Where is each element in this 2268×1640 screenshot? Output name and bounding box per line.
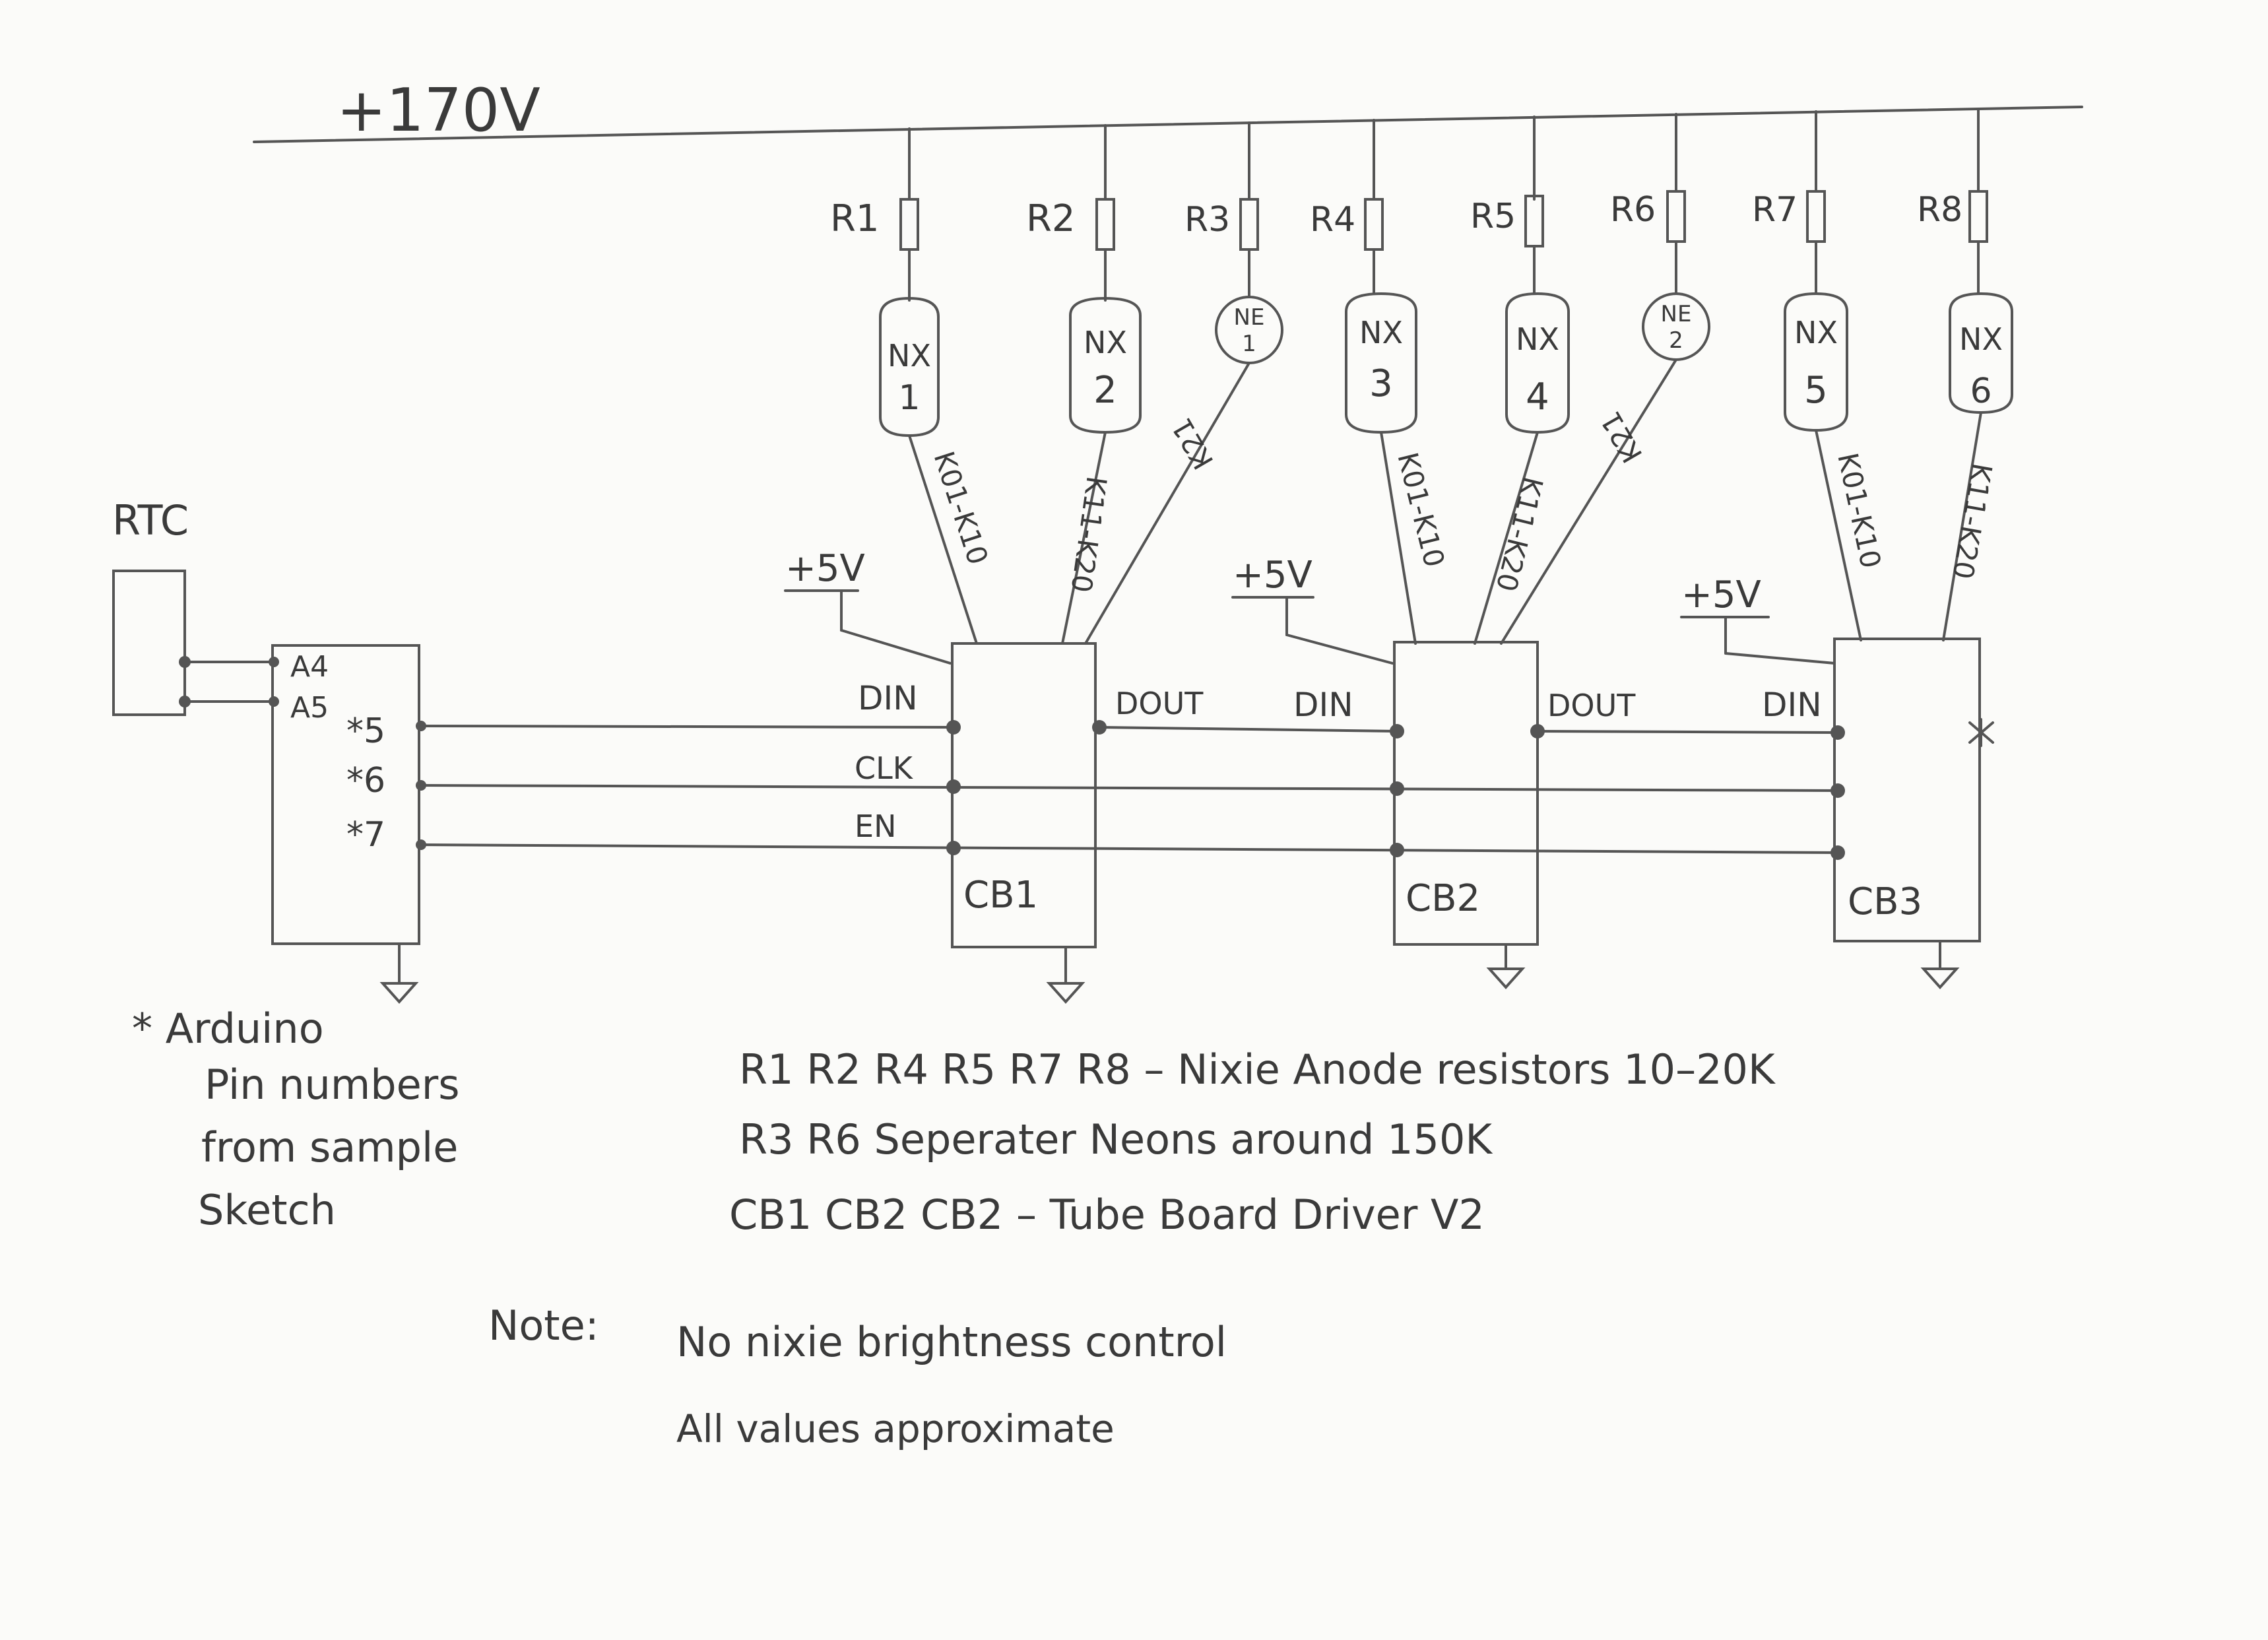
dout-label: DOUT: [1115, 686, 1204, 721]
legend-line-1: R1 R2 R4 R5 R7 R8 – Nixie Anode resistor…: [739, 1045, 1776, 1094]
board-name: CB2: [1406, 877, 1480, 920]
legend-line-3: CB1 CB2 CB2 – Tube Board Driver V2: [729, 1191, 1485, 1239]
neon-lamp-2: NE 2: [1642, 292, 1710, 361]
driver-board-cb2: DIN DOUT CB2: [1293, 641, 1636, 990]
din-label: DIN: [1293, 686, 1353, 724]
signal-buses: [416, 721, 1842, 854]
note-line-1: No nixie brightness control: [676, 1318, 1227, 1366]
neon-lamp-1: NE 1: [1215, 296, 1283, 364]
svg-text:3: 3: [1369, 362, 1393, 405]
svg-text:NE: NE: [1661, 301, 1692, 327]
en-label: EN: [855, 808, 896, 844]
svg-text:NX: NX: [1959, 321, 2003, 357]
resistor-r1: R1: [830, 197, 919, 302]
svg-text:NX: NX: [888, 338, 931, 374]
resistor-r4: R4: [1310, 198, 1384, 295]
svg-text:6: 6: [1970, 372, 1992, 411]
legend-line-2: R3 R6 Seperater Neons around 150K: [739, 1115, 1493, 1164]
resistor-r3: R3: [1184, 198, 1259, 298]
pin-6-label: *6: [346, 761, 385, 801]
footnote-line-1: * Arduino: [132, 1004, 324, 1053]
din-label: DIN: [858, 679, 918, 717]
notes: Note: No nixie brightness control All va…: [488, 1301, 1227, 1451]
svg-text:2: 2: [1093, 369, 1117, 412]
plus5v-feed-cb1: +5V: [784, 547, 952, 665]
resistor-r7: R7: [1752, 190, 1826, 295]
bus-label: K11-K20: [1489, 474, 1549, 595]
note-line-2: All values approximate: [676, 1406, 1115, 1451]
svg-text:NX: NX: [1516, 321, 1559, 357]
svg-text:1: 1: [1242, 331, 1256, 357]
resistor-label: R2: [1026, 197, 1076, 240]
resistor-r5: R5: [1470, 195, 1544, 295]
nixie-tube-3: NX 3: [1345, 292, 1417, 434]
resistor-label: R4: [1310, 200, 1355, 240]
bus-label: K01-K10: [927, 447, 994, 569]
footnote-line-2: Pin numbers: [205, 1061, 460, 1109]
svg-text:NX: NX: [1084, 325, 1127, 360]
svg-text:5: 5: [1804, 369, 1828, 412]
board-name: CB3: [1848, 880, 1922, 923]
svg-text:NE: NE: [1234, 304, 1265, 331]
svg-text:1: 1: [898, 378, 920, 418]
component-legend: R1 R2 R4 R5 R7 R8 – Nixie Anode resistor…: [729, 1045, 1776, 1239]
rtc-module: RTC: [112, 496, 279, 716]
nixie-tube-4: NX 4: [1505, 292, 1570, 434]
hv-supply-label: +170V: [337, 76, 540, 145]
bus-label: K01-K10: [1831, 450, 1887, 571]
din-label: DIN: [1762, 686, 1822, 724]
resistor-label: R7: [1752, 190, 1798, 230]
nixie-tube-5: NX 5: [1784, 292, 1848, 432]
nixie-tube-2: NX 2: [1069, 296, 1142, 434]
pin-a4-label: A4: [290, 650, 329, 684]
resistor-r8: R8: [1917, 190, 1988, 295]
resistor-label: R1: [830, 197, 880, 240]
dout-label: DOUT: [1547, 688, 1636, 723]
driver-board-cb3: DIN CB3: [1762, 638, 1994, 990]
svg-text:NX: NX: [1359, 315, 1403, 350]
rail-drops: [908, 108, 1980, 201]
pin-a5-label: A5: [290, 691, 329, 725]
pin-7-label: *7: [346, 815, 385, 855]
nixie-tube-6: NX 6: [1949, 292, 2013, 414]
bus-label: K11-K20: [1946, 461, 1998, 581]
pin-5-label: *5: [346, 711, 385, 751]
svg-text:4: 4: [1526, 376, 1549, 418]
plus5v-label: +5V: [1233, 554, 1312, 597]
resistor-r6: R6: [1610, 190, 1686, 295]
bus-label: K11-K20: [1064, 475, 1113, 595]
resistor-label: R8: [1917, 190, 1962, 230]
plus5v-feed-cb2: +5V: [1231, 554, 1394, 665]
resistor-label: R6: [1610, 190, 1656, 230]
note-label: Note:: [488, 1301, 599, 1350]
arduino-block: A4 A5 *5 *6 *7: [271, 644, 420, 1004]
cathode-bus-wires: [908, 358, 1982, 645]
resistor-label: R5: [1470, 197, 1516, 236]
plus5v-label: +5V: [1681, 574, 1761, 616]
driver-board-cb1: DIN DOUT CLK EN CB1: [855, 642, 1204, 1004]
hv-rail: [253, 106, 2083, 143]
pin-footnote: * Arduino Pin numbers from sample Sketch: [132, 1004, 460, 1234]
plus5v-label: +5V: [785, 547, 865, 590]
svg-text:2: 2: [1669, 327, 1683, 354]
rtc-label: RTC: [112, 496, 189, 544]
plus5v-feed-cb3: +5V: [1680, 574, 1836, 665]
resistor-r2: R2: [1026, 197, 1115, 302]
footnote-line-3: from sample: [201, 1123, 458, 1171]
clk-label: CLK: [855, 750, 914, 786]
nixie-tube-1: NX 1: [879, 296, 940, 438]
svg-text:NX: NX: [1794, 315, 1838, 350]
resistor-label: R3: [1184, 200, 1230, 240]
footnote-line-4: Sketch: [198, 1186, 336, 1234]
board-name: CB1: [963, 874, 1038, 917]
bus-label: K21: [1165, 412, 1220, 475]
